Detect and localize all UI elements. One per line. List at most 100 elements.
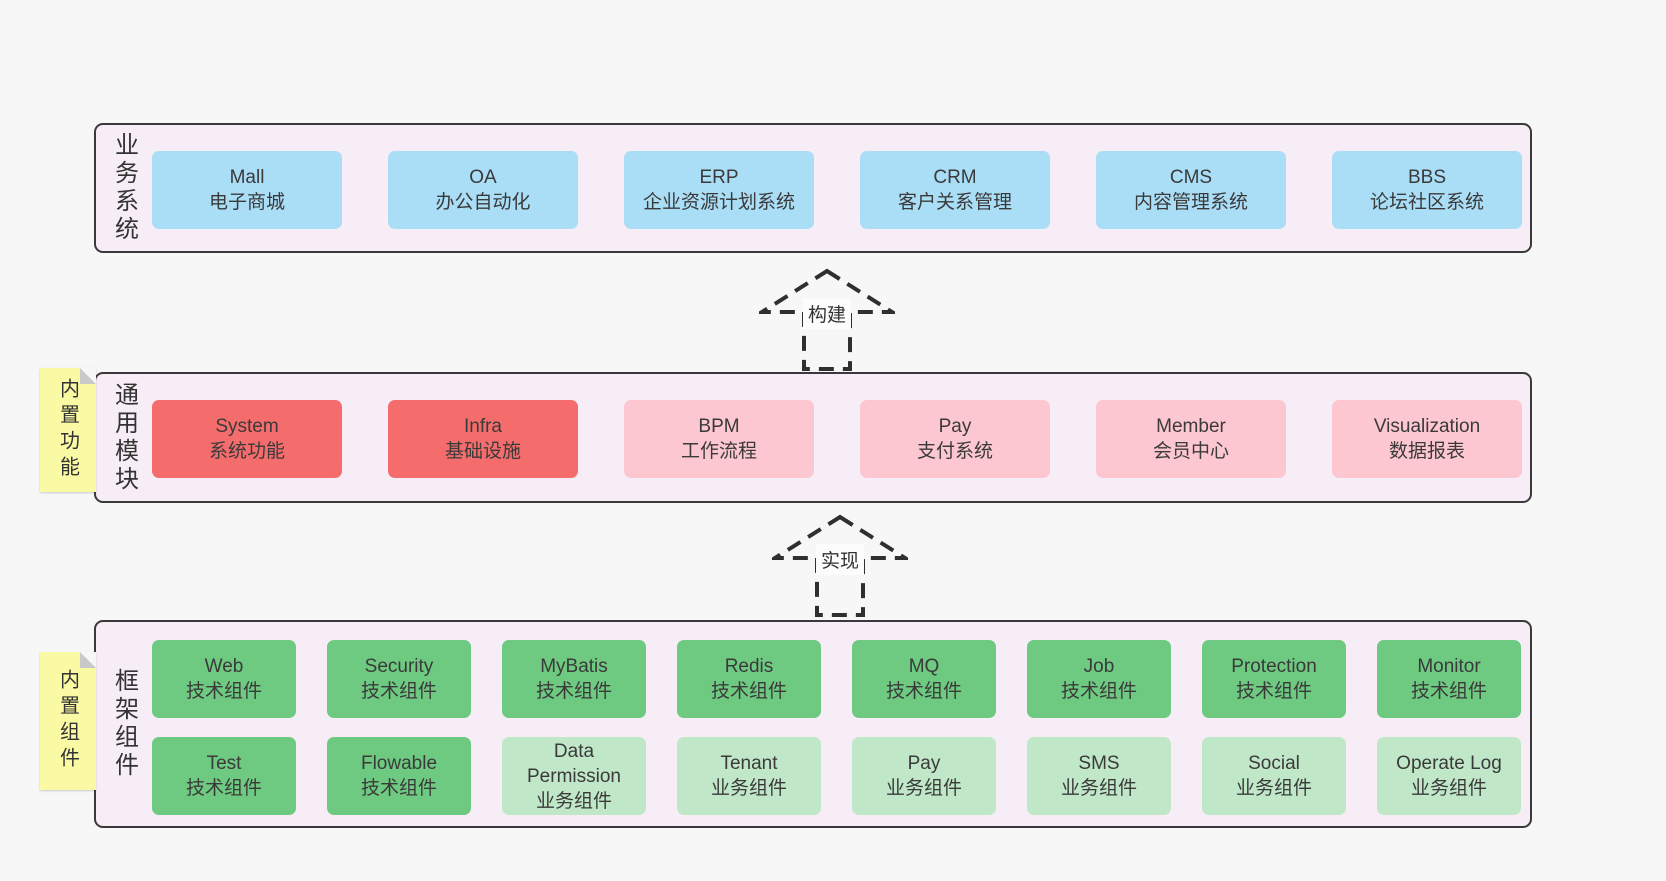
box-monitor: Monitor 技术组件 [1377, 640, 1521, 718]
box-title: Protection [1231, 656, 1317, 677]
box-pay: Pay 业务组件 [852, 737, 996, 815]
box-title: Pay [938, 416, 972, 437]
box-protection: Protection 技术组件 [1202, 640, 1346, 718]
box-title: Mall [229, 167, 265, 188]
box-subtitle: 业务组件 [1060, 778, 1137, 799]
box-title: Test [206, 753, 242, 774]
box-subtitle: 内容管理系统 [1133, 192, 1248, 213]
box-title: Redis [724, 656, 774, 677]
box-test: Test 技术组件 [152, 737, 296, 815]
box-tenant: Tenant 业务组件 [677, 737, 821, 815]
box-mall: Mall 电子商城 [152, 151, 342, 229]
box-data-permission: Data Permission 业务组件 [502, 737, 646, 815]
box-title: Infra [463, 416, 503, 437]
box-subtitle: 客户关系管理 [897, 192, 1012, 213]
arrow-implement-label: 实现 [815, 544, 865, 575]
box-subtitle: 业务组件 [885, 778, 962, 799]
box-subtitle: 技术组件 [1235, 681, 1312, 702]
box-subtitle: 论坛社区系统 [1369, 192, 1484, 213]
box-security: Security 技术组件 [327, 640, 471, 718]
box-crm: CRM 客户关系管理 [860, 151, 1050, 229]
box-subtitle: 技术组件 [535, 681, 612, 702]
box-title: Member [1156, 416, 1226, 437]
box-subtitle: 支付系统 [916, 441, 993, 462]
box-title: Operate Log [1396, 753, 1502, 774]
box-subtitle: 业务组件 [710, 778, 787, 799]
box-title: MQ [908, 656, 940, 677]
box-subtitle: 技术组件 [1410, 681, 1487, 702]
layer-label-modules: 通用模块 [110, 381, 138, 494]
box-subtitle: 技术组件 [710, 681, 787, 702]
box-title: Data Permission [527, 740, 621, 787]
layer-label-components: 框架组件 [110, 668, 138, 780]
arrow-up-icon [772, 514, 908, 617]
box-subtitle: 技术组件 [360, 778, 437, 799]
box-subtitle: 技术组件 [185, 778, 262, 799]
box-infra: Infra 基础设施 [388, 400, 578, 478]
box-web: Web 技术组件 [152, 640, 296, 718]
box-operate-log: Operate Log 业务组件 [1377, 737, 1521, 815]
sticky-modules-label: 内置功能 [56, 378, 79, 482]
box-member: Member 会员中心 [1096, 400, 1286, 478]
box-subtitle: 业务组件 [535, 790, 612, 812]
box-job: Job 技术组件 [1027, 640, 1171, 718]
box-erp: ERP 企业资源计划系统 [624, 151, 814, 229]
box-title: Web [204, 656, 244, 677]
box-pay: Pay 支付系统 [860, 400, 1050, 478]
box-subtitle: 业务组件 [1235, 778, 1312, 799]
box-title: ERP [699, 167, 739, 188]
arrow-up-icon [759, 268, 895, 371]
layer-label-business: 业务系统 [110, 132, 138, 244]
box-social: Social 业务组件 [1202, 737, 1346, 815]
folded-corner-icon [80, 652, 96, 668]
box-title: Pay [907, 753, 941, 774]
sticky-components-label: 内置组件 [56, 669, 79, 773]
box-title: System [215, 416, 279, 437]
arrow-build-label: 构建 [802, 298, 852, 329]
box-title: MyBatis [540, 656, 608, 677]
sticky-note-builtin-components: 内置组件 [40, 652, 96, 790]
box-mybatis: MyBatis 技术组件 [502, 640, 646, 718]
box-subtitle: 基础设施 [444, 441, 521, 462]
box-title: BPM [698, 416, 740, 437]
box-subtitle: 电子商城 [208, 192, 285, 213]
box-title: Social [1248, 753, 1300, 774]
box-title: SMS [1078, 753, 1120, 774]
arrow-implement: 实现 [772, 514, 908, 618]
box-subtitle: 业务组件 [1410, 778, 1487, 799]
box-subtitle: 技术组件 [360, 681, 437, 702]
box-bpm: BPM 工作流程 [624, 400, 814, 478]
box-subtitle: 会员中心 [1152, 441, 1229, 462]
box-title: BBS [1407, 167, 1447, 188]
box-subtitle: 企业资源计划系统 [642, 192, 795, 213]
box-title: Visualization [1373, 416, 1481, 437]
box-visualization: Visualization 数据报表 [1332, 400, 1522, 478]
box-subtitle: 工作流程 [680, 441, 757, 462]
box-title: Tenant [720, 753, 778, 774]
box-subtitle: 数据报表 [1388, 441, 1465, 462]
box-redis: Redis 技术组件 [677, 640, 821, 718]
box-title: Flowable [360, 753, 438, 774]
box-title: Monitor [1417, 656, 1481, 677]
box-subtitle: 技术组件 [1060, 681, 1137, 702]
box-flowable: Flowable 技术组件 [327, 737, 471, 815]
box-title: Security [364, 656, 434, 677]
box-bbs: BBS 论坛社区系统 [1332, 151, 1522, 229]
box-subtitle: 办公自动化 [435, 192, 531, 213]
box-title: Job [1083, 656, 1115, 677]
box-sms: SMS 业务组件 [1027, 737, 1171, 815]
box-subtitle: 技术组件 [185, 681, 262, 702]
folded-corner-icon [80, 368, 96, 384]
box-title: CRM [933, 167, 977, 188]
arrow-build: 构建 [759, 268, 895, 372]
